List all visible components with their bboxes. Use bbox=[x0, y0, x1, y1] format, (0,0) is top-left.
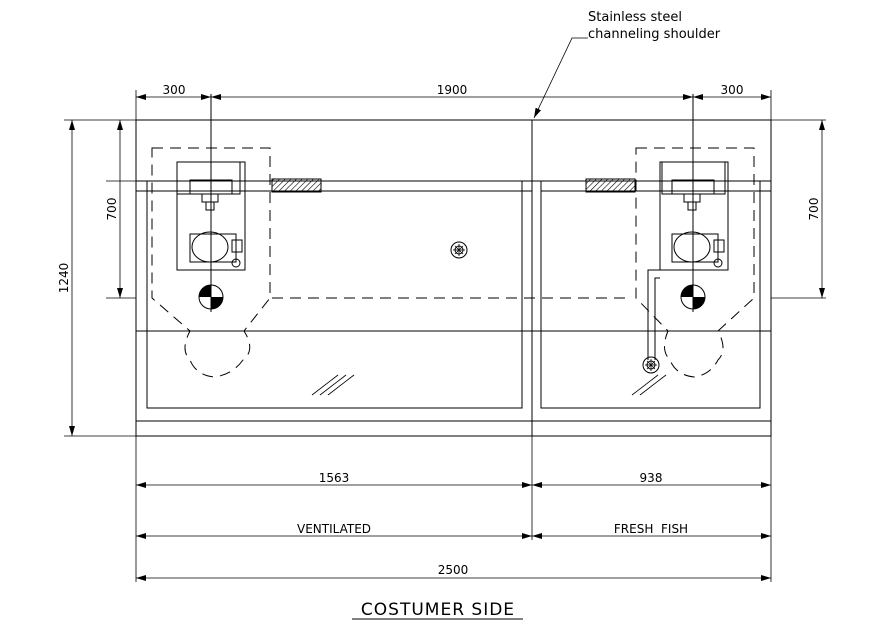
dim-ventilated-length: 1563 bbox=[319, 471, 350, 485]
drain-pipe bbox=[647, 269, 660, 360]
dim-top-left: 300 bbox=[163, 83, 186, 97]
left-dimension-lines bbox=[64, 119, 136, 437]
annotation-leader bbox=[533, 37, 588, 119]
right-compressor-unit bbox=[659, 161, 729, 271]
top-dimension-line bbox=[135, 90, 772, 120]
right-dimension-line bbox=[771, 119, 826, 299]
counter-outline bbox=[135, 119, 772, 437]
hidden-tray-lines bbox=[272, 190, 636, 299]
fresh-fish-display-tub bbox=[540, 181, 761, 409]
view-title: COSTUMER SIDE bbox=[361, 600, 515, 620]
left-fan-symbol bbox=[198, 284, 224, 310]
right-fan-symbol bbox=[680, 284, 706, 310]
steel-shoulder-right bbox=[585, 178, 636, 193]
ventilated-display-tub bbox=[146, 181, 523, 409]
dim-left-part-height: 700 bbox=[105, 198, 119, 221]
left-refrigeration-compartment bbox=[151, 147, 271, 378]
dim-top-middle: 1900 bbox=[437, 83, 468, 97]
annotation-line-2: channeling shoulder bbox=[588, 27, 721, 42]
glass-reflection-mark bbox=[631, 374, 667, 396]
drain-icon bbox=[642, 356, 660, 374]
drain-icon bbox=[450, 241, 468, 259]
dim-fresh-fish-length: 938 bbox=[640, 471, 663, 485]
dim-right-part-height: 700 bbox=[807, 198, 821, 221]
annotation-line-1: Stainless steel bbox=[588, 10, 682, 25]
section-label-fresh-fish: FRESH FISH bbox=[614, 522, 688, 536]
bottom-dimension-lines bbox=[135, 436, 772, 582]
glass-reflection-mark bbox=[311, 374, 355, 396]
dim-left-total-height: 1240 bbox=[57, 263, 71, 294]
right-refrigeration-compartment bbox=[635, 147, 755, 378]
section-label-ventilated: VENTILATED bbox=[297, 522, 371, 536]
dim-overall-length: 2500 bbox=[438, 563, 469, 577]
dim-top-right: 300 bbox=[721, 83, 744, 97]
steel-shoulder-left bbox=[271, 178, 322, 193]
